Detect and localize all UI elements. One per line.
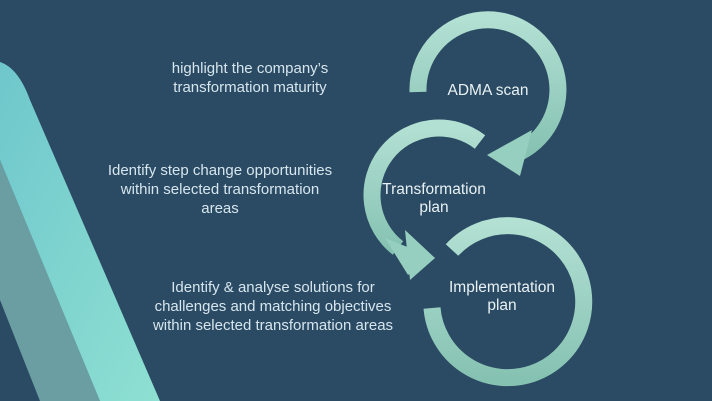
- arrowhead-adma: [487, 130, 532, 176]
- step-label-adma: ADMA scan: [447, 82, 529, 99]
- decorative-swoosh: [0, 62, 160, 401]
- step-description-adma: highlight the company’s transformation m…: [171, 60, 329, 96]
- cycle-arrow-transformation: [363, 119, 486, 255]
- decorative-swoosh-light: [0, 160, 100, 401]
- cycle-arrow-adma: [409, 11, 567, 160]
- step-description-transformation: Identify step change opportunities withi…: [107, 162, 333, 217]
- cycle-arrow-implementation: [423, 217, 593, 387]
- arrowhead-transformation-tip: [405, 230, 435, 280]
- step-label-transformation: Transformation plan: [382, 181, 486, 216]
- step-description-implementation: Identify & analyse solutions for challen…: [152, 279, 394, 334]
- step-label-implementation: Implementation plan: [449, 279, 555, 314]
